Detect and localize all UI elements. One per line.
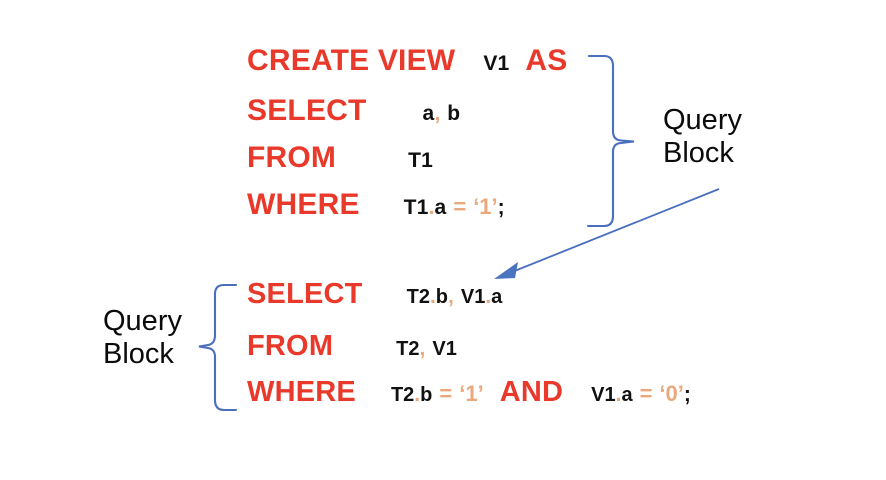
select-col1-name: b	[435, 286, 449, 308]
statement-terminator: ;	[683, 383, 691, 406]
string-literal: ‘1’	[473, 194, 498, 219]
dot-separator: .	[485, 285, 492, 308]
qb1-line-select: SELECT a, b	[247, 96, 460, 126]
where-left-qualifier: T2	[390, 384, 415, 406]
select-column-a: a	[422, 102, 435, 125]
select-col2-name: a	[491, 286, 503, 308]
qb2-line-from: FROM T2, V1	[247, 332, 457, 361]
keyword-as: AS	[525, 44, 568, 77]
keyword-from: FROM	[247, 330, 334, 362]
select-column-b: b	[447, 102, 461, 125]
query-block-label-left: Query Block	[103, 305, 182, 370]
brace-right-query-block-1	[586, 54, 635, 228]
equals-operator: =	[453, 194, 467, 219]
from-table-1: T2	[396, 338, 420, 360]
keyword-and: AND	[499, 376, 564, 408]
keyword-from: FROM	[247, 141, 337, 174]
where-right-column: a	[621, 384, 633, 406]
dot-separator: .	[615, 383, 622, 406]
string-literal: ‘1’	[459, 381, 484, 406]
from-table-2: V1	[432, 338, 457, 360]
qb1-line-from: FROM T1	[247, 143, 433, 173]
comma-separator: ,	[434, 102, 441, 125]
from-table: T1	[408, 149, 434, 172]
keyword-where: WHERE	[247, 188, 360, 221]
statement-terminator: ;	[497, 196, 505, 219]
dot-separator: .	[414, 383, 421, 406]
brace-left-query-block-2	[198, 283, 238, 412]
comma-separator: ,	[419, 337, 426, 360]
qb1-line-create-view: CREATE VIEW V1 AS	[247, 46, 568, 76]
keyword-select: SELECT	[247, 278, 363, 310]
where-right-qualifier: V1	[591, 384, 616, 406]
dot-separator: .	[428, 196, 435, 219]
query-block-label-right: Query Block	[663, 104, 742, 169]
string-literal: ‘0’	[659, 381, 684, 406]
qb1-line-where: WHERE T1.a =‘1’;	[247, 190, 505, 220]
keyword-where: WHERE	[247, 376, 356, 408]
where-left-column: b	[420, 384, 433, 406]
keyword-select: SELECT	[247, 94, 367, 127]
equals-operator: =	[439, 381, 453, 406]
where-column: a	[434, 196, 447, 219]
comma-separator: ,	[448, 285, 454, 308]
where-qualifier: T1	[403, 196, 429, 219]
pointer-arrow	[494, 188, 720, 279]
dot-separator: .	[429, 285, 436, 308]
equals-operator: =	[639, 381, 653, 406]
keyword-create-view: CREATE VIEW	[247, 44, 456, 77]
select-col1-qualifier: T2	[406, 286, 430, 308]
view-name: V1	[483, 52, 510, 75]
select-col2-qualifier: V1	[460, 286, 486, 308]
